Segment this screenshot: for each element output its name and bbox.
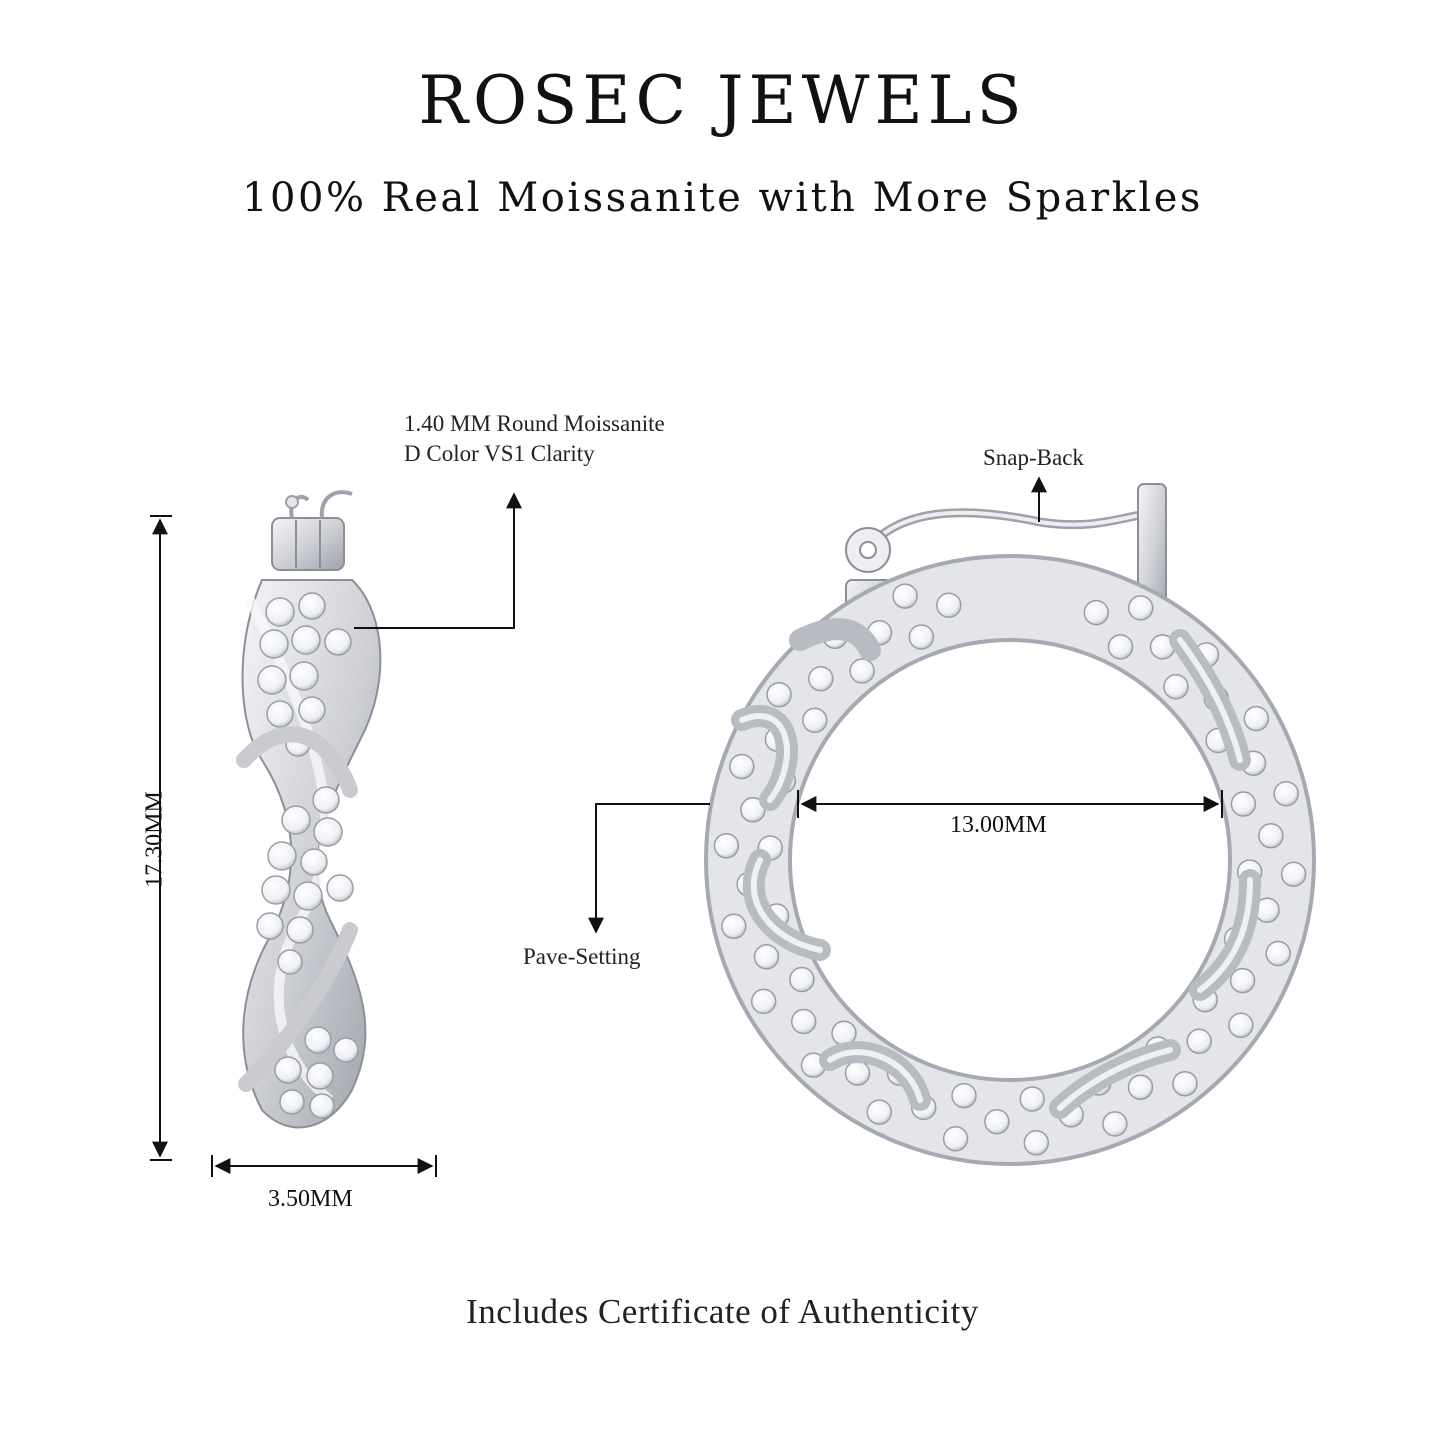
pave-setting-label: Pave-Setting (523, 944, 641, 969)
stone-spec-line-2: D Color VS1 Clarity (404, 441, 595, 466)
moissanite-stone (1280, 861, 1307, 887)
moissanite-stone (1023, 1130, 1050, 1156)
moissanite-stone (1127, 595, 1154, 621)
moissanite-stone (1102, 1111, 1128, 1137)
moissanite-stone (1163, 673, 1189, 700)
moissanite-stone (1107, 634, 1134, 660)
moissanite-stone (802, 707, 828, 734)
moissanite-stone (1186, 1028, 1212, 1055)
brand-title: ROSEC JEWELS (418, 62, 1027, 139)
moissanite-stone (951, 1082, 977, 1109)
certificate-note: Includes Certificate of Authenticity (466, 1292, 979, 1331)
width-label: 3.50MM (268, 1186, 353, 1212)
moissanite-stone (766, 681, 792, 708)
moissanite-stone (1229, 967, 1256, 994)
moissanite-stone (789, 966, 815, 993)
moissanite-stone (849, 658, 875, 684)
moissanite-stone (942, 1125, 969, 1152)
moissanite-stone (984, 1108, 1010, 1135)
earring-side-view (236, 490, 382, 1129)
moissanite-stone (1127, 1074, 1154, 1100)
height-label: 17.30MM (141, 791, 168, 888)
moissanite-stone (1243, 705, 1270, 732)
dimension-lines (150, 476, 1223, 1177)
snap-back-label: Snap-Back (983, 445, 1084, 470)
moissanite-stone (1228, 1012, 1254, 1039)
moissanite-stone (1265, 940, 1291, 967)
stone-callout-line (354, 492, 522, 629)
moissanite-stone (908, 624, 935, 650)
stone-spec-line-1: 1.40 MM Round Moissanite (404, 411, 665, 436)
moissanite-stone (866, 1099, 893, 1125)
moissanite-stone (936, 592, 962, 618)
diameter-label: 13.00MM (950, 812, 1047, 838)
tagline: 100% Real Moissanite with More Sparkles (242, 175, 1203, 221)
moissanite-stone (753, 944, 780, 970)
moissanite-stone (1172, 1070, 1198, 1097)
moissanite-stone (729, 753, 755, 780)
moissanite-stone (808, 665, 834, 692)
moissanite-stone (1083, 599, 1110, 626)
moissanite-stone (1273, 780, 1299, 807)
moissanite-stone (1019, 1086, 1045, 1112)
moissanite-stone (713, 833, 740, 859)
moissanite-stone (750, 988, 777, 1015)
moissanite-stone (844, 1060, 871, 1086)
earring-front-view (704, 483, 1316, 1166)
moissanite-stone (721, 913, 747, 940)
moissanite-stone (790, 1008, 817, 1035)
moissanite-stone (1230, 791, 1257, 817)
pave-callout-line (588, 803, 710, 934)
moissanite-stone (1258, 822, 1284, 849)
moissanite-stone (740, 797, 766, 823)
moissanite-stone (892, 583, 918, 609)
